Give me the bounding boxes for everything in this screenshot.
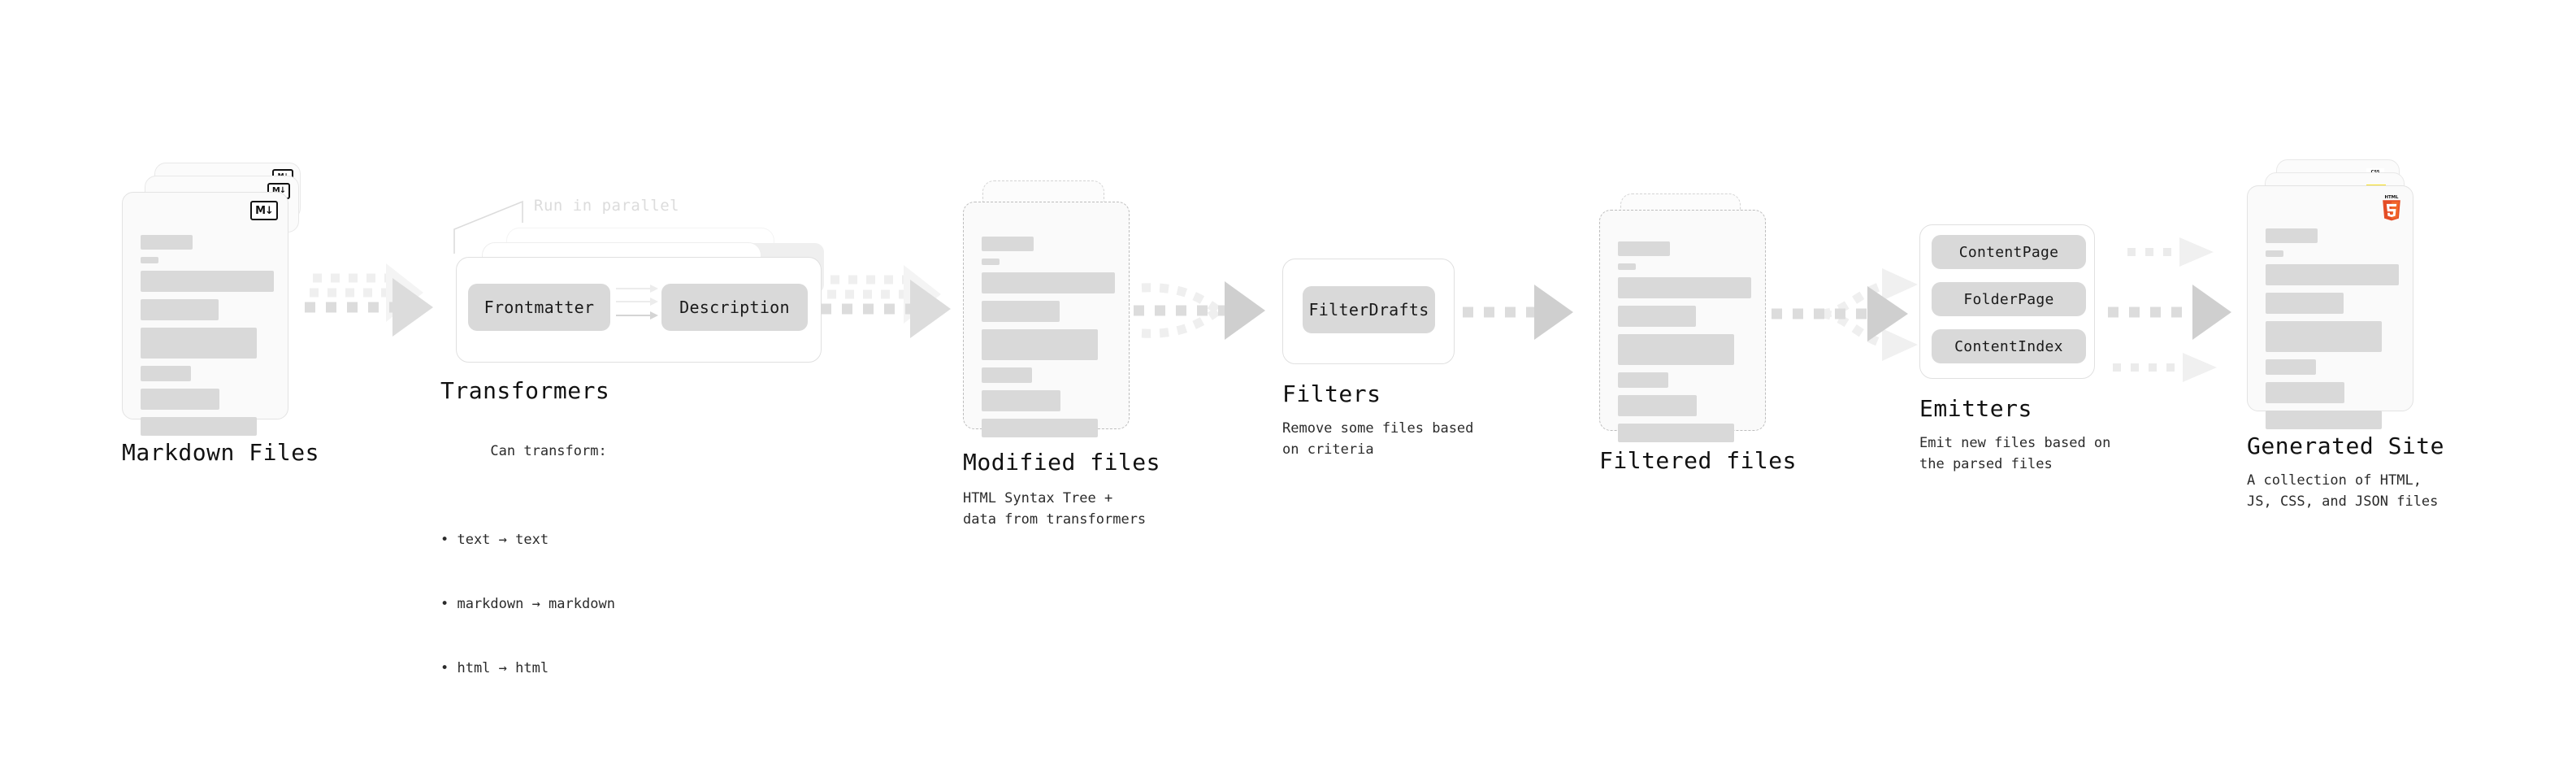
stage-title: Markdown Files xyxy=(122,439,320,466)
stage-modified-files: Modified files HTML Syntax Tree + data f… xyxy=(963,180,1160,528)
connector-filtered-to-emitters xyxy=(1772,268,1918,361)
stage-description: HTML Syntax Tree + data from transformer… xyxy=(963,490,1147,528)
doc-skeleton-lines xyxy=(982,237,1115,445)
stage-description: Can transform: • text → text • markdown … xyxy=(440,419,615,765)
generated-file-stack: CSS HTML xyxy=(2247,159,2434,429)
list-item: • markdown → markdown xyxy=(440,595,615,612)
run-in-parallel-bracket xyxy=(453,200,523,254)
connector-modified-to-filters xyxy=(1134,281,1265,340)
chip-content-page[interactable]: ContentPage xyxy=(1932,235,2086,269)
stage-title: Generated Site xyxy=(2247,432,2445,459)
filtered-file-stack xyxy=(1599,193,1778,442)
svg-text:HTML: HTML xyxy=(2385,195,2400,200)
generated-card-front: HTML xyxy=(2247,185,2413,429)
emitters-box: ContentPage FolderPage ContentIndex xyxy=(1919,224,2095,379)
stage-title: Filtered files xyxy=(1599,447,1798,474)
run-in-parallel-label: Run in parallel xyxy=(534,197,680,215)
stage-generated-site: CSS HTML xyxy=(2247,159,2444,510)
connector-emitters-to-site xyxy=(2108,237,2231,382)
chip-folder-page[interactable]: FolderPage xyxy=(1932,282,2086,316)
stage-title: Emitters xyxy=(1919,395,2032,422)
markdown-file-stack: M↓ M↓ M↓ xyxy=(122,163,309,436)
modified-card-front xyxy=(963,202,1130,437)
connector-filters-to-filtered xyxy=(1463,285,1573,340)
can-transform-label: Can transform: xyxy=(490,443,607,460)
transformer-inner-arrows xyxy=(616,285,658,319)
transformers-box: Frontmatter Description xyxy=(456,257,822,363)
stage-filtered-files: Filtered files xyxy=(1599,193,1797,474)
connector-md-to-transformers xyxy=(305,263,433,337)
chip-frontmatter[interactable]: Frontmatter xyxy=(468,284,610,331)
modified-file-stack xyxy=(963,180,1142,441)
stage-markdown-files: M↓ M↓ M↓ Markdown Files xyxy=(122,163,319,466)
html5-icon: HTML xyxy=(2383,195,2400,221)
markdown-icon: M↓ xyxy=(250,201,278,220)
stage-title: Transformers xyxy=(440,377,610,404)
chip-description[interactable]: Description xyxy=(661,284,808,331)
markdown-card-front: M↓ xyxy=(122,192,288,436)
chip-content-index[interactable]: ContentIndex xyxy=(1932,329,2086,363)
list-item: • text → text xyxy=(440,531,549,548)
list-item: • html → html xyxy=(440,659,549,676)
connector-transformers-to-modified xyxy=(821,265,951,338)
transform-bullet-list: • text → text • markdown → markdown • ht… xyxy=(440,486,615,722)
doc-skeleton-lines xyxy=(141,235,274,443)
stage-description: A collection of HTML, JS, CSS, and JSON … xyxy=(2247,472,2439,511)
stage-title: Modified files xyxy=(963,449,1161,476)
filters-box: FilterDrafts xyxy=(1282,259,1455,364)
doc-skeleton-lines xyxy=(2266,228,2399,437)
stage-description: Remove some files based on criteria xyxy=(1282,420,1474,459)
doc-skeleton-lines xyxy=(1618,241,1751,450)
chip-filter-drafts[interactable]: FilterDrafts xyxy=(1303,286,1435,333)
stage-description: Emit new files based on the parsed files xyxy=(1919,435,2111,473)
filtered-card-front xyxy=(1599,210,1766,442)
pipeline-diagram: M↓ M↓ M↓ Markdown Files xyxy=(122,159,2444,676)
stage-title: Filters xyxy=(1282,380,1381,407)
